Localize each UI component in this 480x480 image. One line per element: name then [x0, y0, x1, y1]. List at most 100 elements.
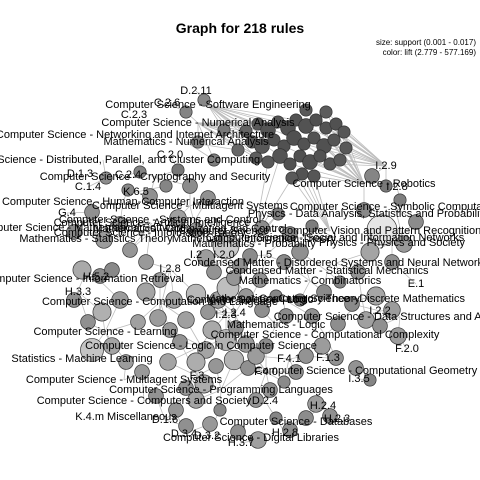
- rule-node: [95, 231, 113, 249]
- item-label: I.2.4: [224, 307, 245, 319]
- rule-node: [278, 308, 294, 324]
- rule-node: [248, 392, 264, 408]
- rule-node: [260, 122, 276, 138]
- rule-edge: [339, 159, 387, 167]
- rule-node: [80, 314, 96, 330]
- rule-node: [330, 316, 346, 332]
- rule-node: [247, 347, 265, 365]
- rule-edge: [197, 122, 275, 141]
- rule-node: [237, 335, 255, 353]
- rule-node: [186, 352, 206, 372]
- rule-node: [169, 209, 187, 227]
- rule-node: [239, 124, 253, 138]
- rule-edge: [207, 104, 279, 123]
- item-label: E.1: [408, 278, 425, 290]
- rule-node: [200, 304, 216, 320]
- item-label: Mathematics - Numerical Analysis: [103, 136, 269, 148]
- rule-node: [366, 286, 386, 306]
- rule-node: [269, 289, 283, 303]
- item-label: Computer Science - Logic in Computer Sci…: [85, 340, 317, 352]
- rule-node: [272, 148, 288, 164]
- item-label: D.1.6: [152, 414, 178, 426]
- rule-node: [249, 431, 267, 449]
- rule-node: [328, 350, 344, 366]
- item-label: Physics - Data Analysis, Statistics and …: [248, 208, 480, 220]
- item-label: Computer Science - Networking and Intern…: [0, 129, 274, 141]
- item-label: I.2.8: [386, 181, 407, 193]
- item-label: Computer Science - Computational Geometr…: [255, 365, 478, 377]
- item-label: Computer Science - Multiagent Systems: [26, 374, 223, 386]
- item-label: Computer Science - Information Retrieval: [0, 273, 184, 285]
- rule-node: [212, 232, 240, 260]
- rule-node: [305, 219, 319, 233]
- item-label: Computer Science - Databases: [220, 416, 373, 428]
- rule-node: [379, 179, 393, 193]
- rule-node: [130, 314, 146, 330]
- item-label: D.2.4: [252, 395, 278, 407]
- rule-node: [194, 374, 214, 394]
- rule-node: [178, 380, 194, 396]
- rule-node: [104, 262, 120, 278]
- rule-node: [276, 254, 292, 270]
- rule-node: [313, 149, 327, 163]
- rule-node: [178, 418, 194, 434]
- item-label: Computer Science - Computation and Langu…: [42, 296, 278, 308]
- item-label: Computer Science - Digital Libraries: [163, 432, 340, 444]
- item-label: C.2.6: [154, 97, 180, 109]
- item-label: Computer Science - Programming Languages: [109, 384, 333, 396]
- rule-node: [372, 318, 388, 334]
- item-label: Computer Science - Human-Computer Intera…: [2, 196, 244, 208]
- rule-node: [187, 391, 205, 409]
- rule-edge: [333, 139, 365, 185]
- rule-node: [99, 171, 113, 185]
- rule-node: [72, 260, 92, 280]
- item-label: C.1.4: [75, 181, 101, 193]
- item-label: Mathematics - Category Theory: [206, 293, 360, 305]
- rule-node: [197, 249, 215, 267]
- rule-node: [182, 178, 198, 194]
- item-label: Mathematics - Probability: [192, 238, 316, 250]
- rule-node: [364, 168, 380, 184]
- rule-node: [299, 103, 313, 117]
- rule-node: [172, 334, 188, 350]
- rule-node: [213, 403, 227, 417]
- item-label: D.1.3: [67, 168, 93, 180]
- item-label: H.2.3: [324, 413, 350, 425]
- rule-node: [339, 141, 353, 155]
- rule-node: [152, 272, 168, 288]
- rule-node: [254, 302, 270, 318]
- rule-edge: [309, 161, 365, 185]
- rule-node: [230, 424, 246, 440]
- item-label: I.5: [260, 249, 272, 261]
- rule-node: [111, 291, 129, 309]
- rule-node: [293, 293, 307, 307]
- rule-edge: [207, 104, 295, 139]
- item-label: Computer Science - Computers and Society: [37, 395, 252, 407]
- rule-node: [122, 242, 138, 258]
- rule-node: [226, 270, 242, 286]
- item-label: Computer Science - Robotics: [292, 178, 436, 190]
- rule-node: [228, 320, 244, 336]
- rule-node: [267, 133, 281, 147]
- rule-node: [307, 131, 321, 145]
- rule-node: [307, 395, 325, 413]
- rule-node: [383, 301, 401, 319]
- rule-node: [217, 123, 231, 137]
- item-label: Computer Science - Discrete Mathematics: [259, 293, 466, 305]
- rule-node: [262, 382, 278, 398]
- item-label: Computer Science - Social and Informatio…: [206, 232, 465, 244]
- item-label: D.3.4: [171, 428, 197, 440]
- item-label: Computer Science - Logic: [187, 294, 314, 306]
- item-label: H.3.3: [65, 286, 91, 298]
- item-label: Mathematics - Statistics Theory: [19, 233, 173, 245]
- rule-node: [333, 153, 347, 167]
- rule-node: [395, 235, 413, 253]
- rule-node: [384, 254, 400, 270]
- rule-node: [304, 308, 320, 324]
- item-label: Computer Science - Systems and Control: [59, 214, 261, 226]
- rule-node: [165, 291, 183, 309]
- rule-node: [208, 358, 224, 374]
- item-label: Mathematics - Optimization and Control: [93, 223, 286, 235]
- rule-node: [133, 165, 147, 179]
